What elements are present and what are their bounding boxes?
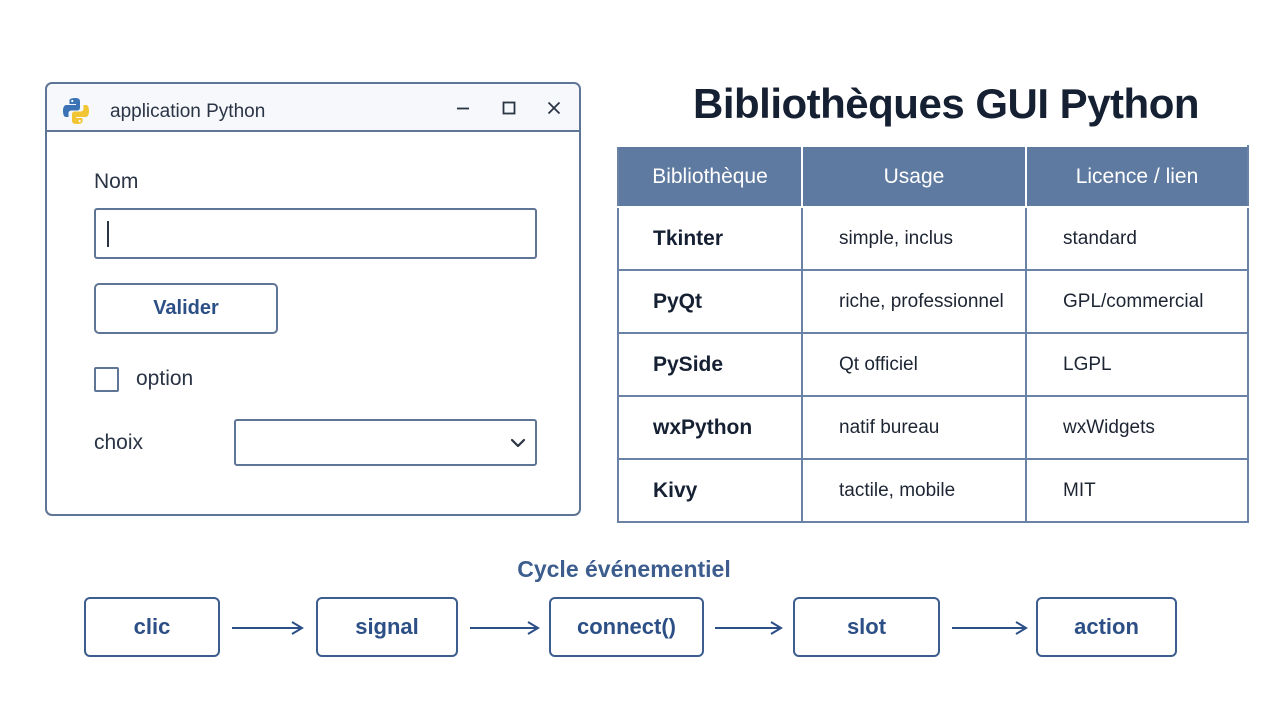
table-row: wxPython natif bureau wxWidgets [617, 395, 1249, 460]
library-usage: simple, inclus [801, 206, 1027, 271]
close-button[interactable] [543, 97, 565, 119]
table-row: PyQt riche, professionnel GPL/commercial [617, 269, 1249, 334]
column-header-library: Bibliothèque [617, 145, 803, 208]
option-label: option [136, 367, 194, 390]
python-logo-icon [63, 98, 89, 124]
window-titlebar[interactable]: application Python [47, 84, 579, 132]
library-name: PySide [617, 332, 803, 397]
cycle-step-connect: connect() [549, 597, 704, 657]
library-name: Tkinter [617, 206, 803, 271]
text-caret [107, 221, 109, 247]
library-license: GPL/commercial [1025, 269, 1249, 334]
minimize-button[interactable] [452, 97, 474, 119]
library-usage: tactile, mobile [801, 458, 1027, 523]
table-row: Kivy tactile, mobile MIT [617, 458, 1249, 523]
arrow-right-icon [232, 621, 304, 635]
library-usage: Qt officiel [801, 332, 1027, 397]
option-checkbox[interactable] [94, 367, 119, 392]
column-header-license: Licence / lien [1025, 145, 1249, 208]
validate-button[interactable]: Valider [94, 283, 278, 334]
library-name: Kivy [617, 458, 803, 523]
minimize-icon [457, 107, 469, 110]
table-row: Tkinter simple, inclus standard [617, 206, 1249, 271]
cycle-step-clic: clic [84, 597, 220, 657]
choice-select[interactable] [234, 419, 537, 466]
close-icon [547, 101, 561, 115]
column-header-usage: Usage [801, 145, 1027, 208]
arrow-right-icon [715, 621, 783, 635]
library-license: wxWidgets [1025, 395, 1249, 460]
library-table: Bibliothèque Usage Licence / lien Tkinte… [617, 145, 1249, 523]
library-license: LGPL [1025, 332, 1249, 397]
cycle-step-signal: signal [316, 597, 458, 657]
app-window: application Python Nom Valider option ch… [45, 82, 581, 516]
library-usage: natif bureau [801, 395, 1027, 460]
chevron-down-icon [510, 438, 526, 448]
name-input[interactable] [94, 208, 537, 259]
cycle-title: Cycle événementiel [517, 556, 731, 582]
cycle-step-slot: slot [793, 597, 940, 657]
table-row: PySide Qt officiel LGPL [617, 332, 1249, 397]
table-header-row: Bibliothèque Usage Licence / lien [617, 145, 1249, 208]
library-name: wxPython [617, 395, 803, 460]
window-title: application Python [110, 101, 266, 122]
maximize-icon [502, 101, 516, 115]
choice-label: choix [94, 431, 144, 454]
page-title: Bibliothèques GUI Python [693, 80, 1200, 127]
maximize-button[interactable] [498, 97, 520, 119]
cycle-step-action: action [1036, 597, 1177, 657]
arrow-right-icon [470, 621, 540, 635]
library-license: standard [1025, 206, 1249, 271]
arrow-right-icon [952, 621, 1028, 635]
name-label: Nom [94, 170, 139, 193]
library-name: PyQt [617, 269, 803, 334]
library-license: MIT [1025, 458, 1249, 523]
library-usage: riche, professionnel [801, 269, 1027, 334]
